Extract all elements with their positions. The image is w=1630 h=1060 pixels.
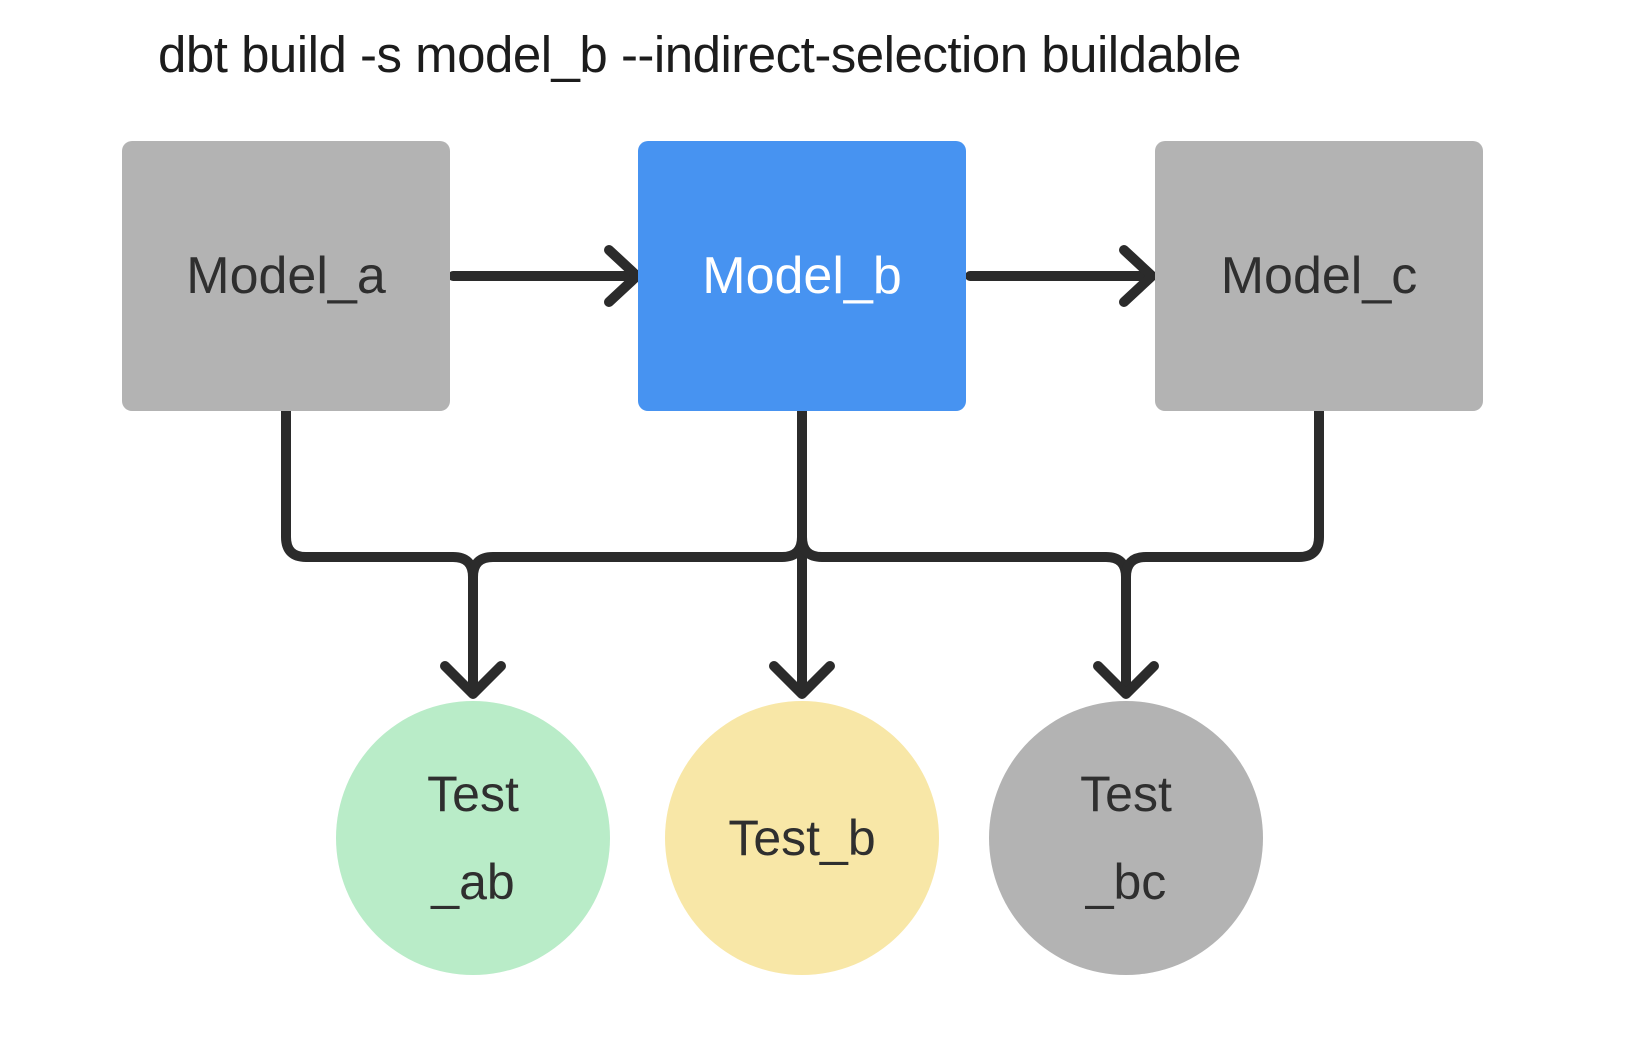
node-test-ab-label-line1: Test (427, 766, 519, 822)
node-model-a-label: Model_a (186, 247, 386, 305)
node-test-ab: Test _ab (336, 701, 610, 975)
node-test-bc: Test _bc (989, 701, 1263, 975)
arrowhead-model-a-to-model-b (604, 245, 642, 307)
edge-model-a-to-test-ab (281, 400, 478, 695)
node-test-bc-label-line1: Test (1080, 766, 1172, 822)
arrowhead-model-b-to-model-c (1119, 245, 1157, 307)
edge-model-c-to-test-bc (1121, 400, 1324, 695)
arrowhead-test-ab (440, 661, 506, 699)
page-title: dbt build -s model_b --indirect-selectio… (158, 26, 1241, 83)
node-model-c: Model_c (1155, 141, 1483, 411)
node-test-bc-label-line2: _bc (1085, 854, 1167, 910)
arrowhead-test-bc (1093, 661, 1159, 699)
node-test-b-label: Test_b (728, 810, 876, 866)
edge-model-b-to-test-ab (468, 400, 807, 695)
node-model-b: Model_b (638, 141, 966, 411)
node-model-a: Model_a (122, 141, 450, 411)
node-test-b: Test_b (665, 701, 939, 975)
arrowhead-test-b (769, 661, 835, 699)
node-test-ab-label-line2: _ab (431, 854, 515, 910)
node-model-c-label: Model_c (1220, 247, 1418, 305)
node-model-b-label: Model_b (702, 247, 902, 305)
edge-model-b-to-test-bc (797, 400, 1131, 695)
